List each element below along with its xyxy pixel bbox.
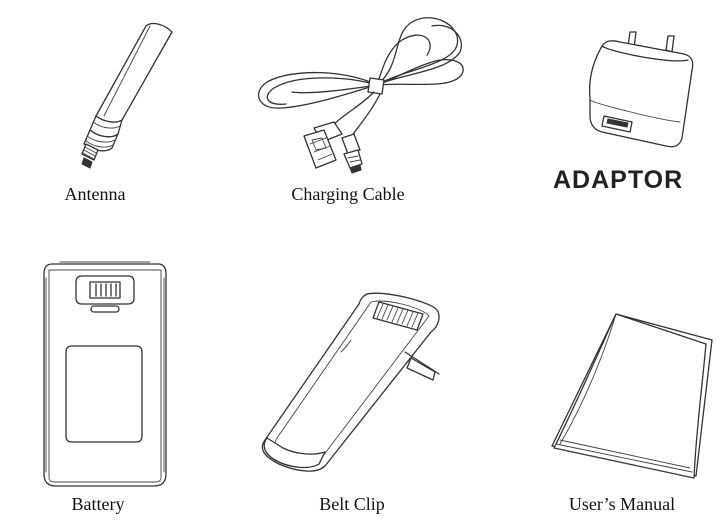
caption-antenna: Antenna <box>64 184 126 204</box>
caption-users-manual: User’s Manual <box>568 494 676 514</box>
belt-clip-illustration <box>255 288 455 478</box>
antenna-illustration <box>60 18 180 178</box>
charging-cable-illustration <box>252 10 472 180</box>
caption-battery: Battery <box>71 494 125 514</box>
battery-illustration <box>40 258 170 490</box>
users-manual-illustration <box>546 308 718 488</box>
adaptor-label: ADAPTOR <box>553 166 684 194</box>
caption-belt-clip: Belt Clip <box>319 494 385 514</box>
caption-charging-cable: Charging Cable <box>291 184 405 204</box>
adaptor-illustration <box>580 28 700 158</box>
